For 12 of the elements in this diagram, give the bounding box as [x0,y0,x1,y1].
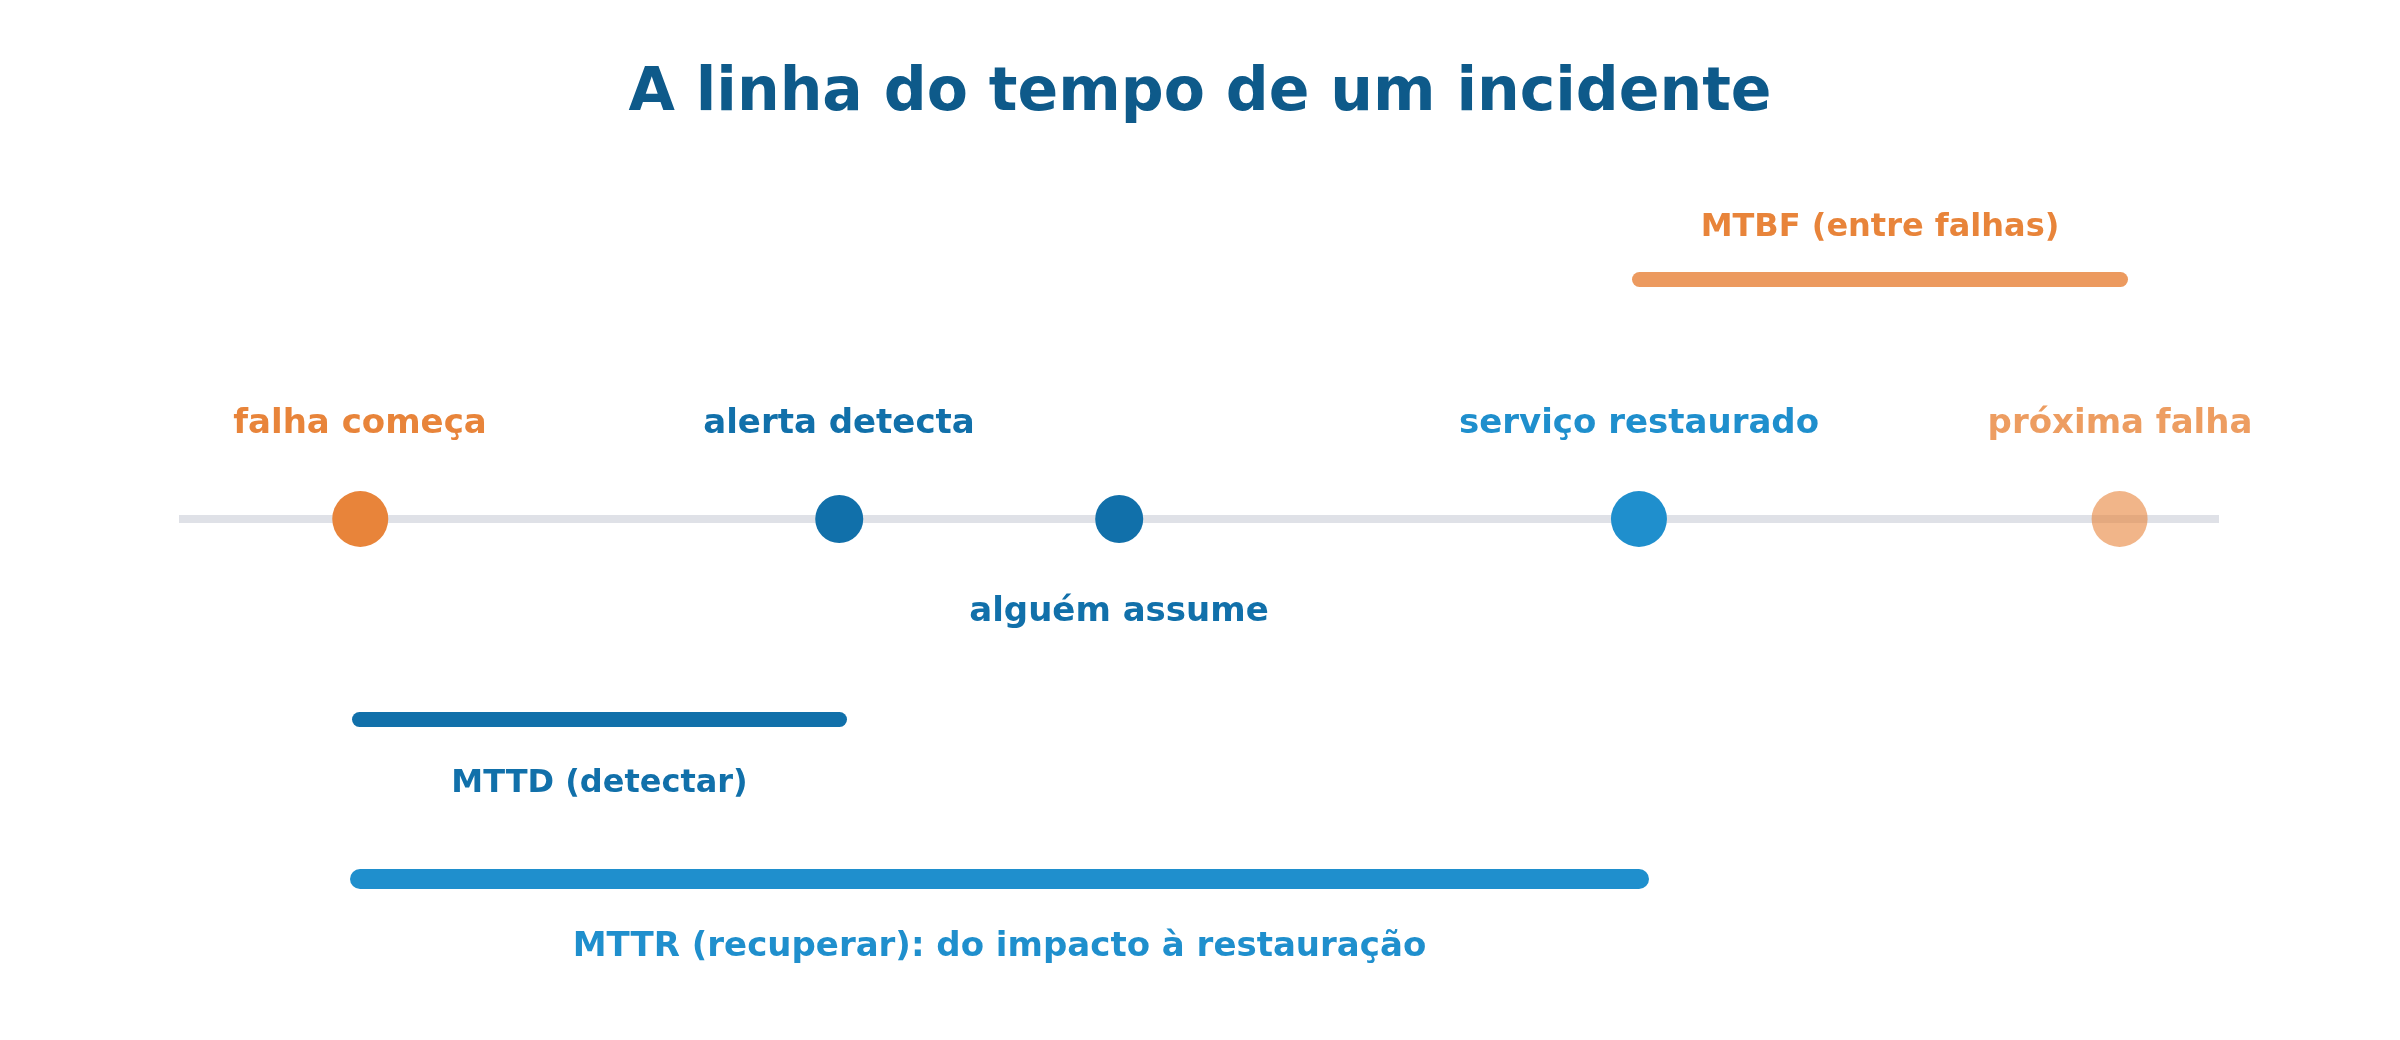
duration-label: MTTR (recuperar): do impacto à restauração [572,924,1427,964]
event-label: alguém assume [969,589,1269,629]
event-label: alerta detecta [703,401,975,441]
duration-bar [350,869,1649,889]
duration-bar [1632,271,2128,287]
diagram-title: A linha do tempo de um incidente [628,53,1772,125]
duration-bar [352,711,847,727]
duration-label: MTBF (entre falhas) [1700,205,2060,245]
event-label: próxima falha [1987,401,2253,441]
event-label: serviço restaurado [1458,401,1820,441]
duration-label: MTTD (detectar) [451,761,748,801]
event-label: falha começa [233,401,487,441]
